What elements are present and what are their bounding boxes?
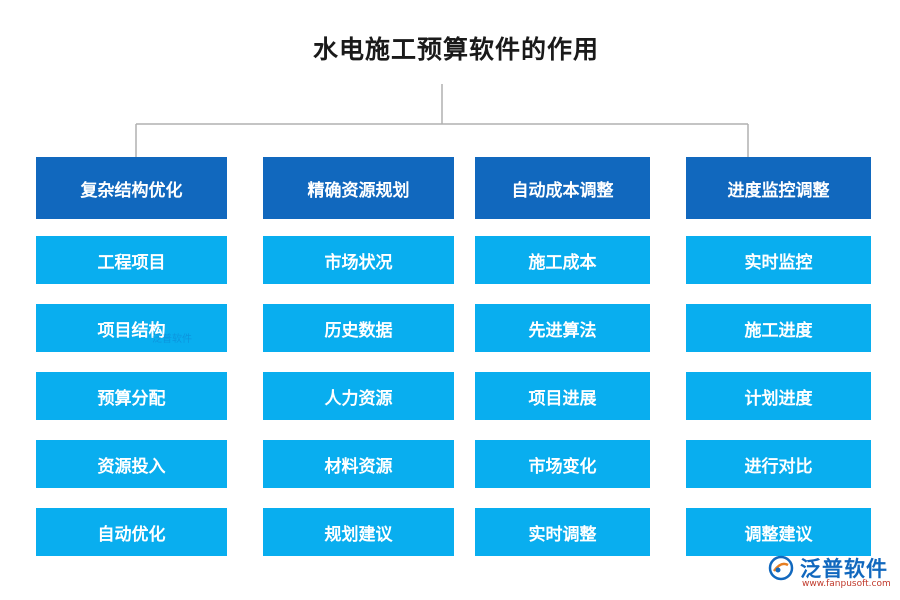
column-header-2: 精确资源规划 [263,157,454,219]
column-3-item-2: 先进算法 [475,304,650,352]
column-4-item-3: 计划进度 [686,372,871,420]
page-title: 水电施工预算软件的作用 [312,35,599,64]
column-2-item-1: 市场状况 [263,236,454,284]
brand-logo: 泛普软件 [768,553,888,583]
column-1-item-5: 自动优化 [36,508,227,556]
column-3-item-1: 施工成本 [475,236,650,284]
column-3-item-3: 项目进展 [475,372,650,420]
logo-name: 泛普软件 [800,557,888,581]
column-4-item-2: 施工进度 [686,304,871,352]
column-1-item-1: 工程项目 [36,236,227,284]
column-1-item-4: 资源投入 [36,440,227,488]
column-1-item-2: 项目结构 [36,304,227,352]
column-1-item-3: 预算分配 [36,372,227,420]
logo-url: www.fanpusoft.com [802,579,891,589]
column-4-item-4: 进行对比 [686,440,871,488]
column-header-1: 复杂结构优化 [36,157,227,219]
column-3-item-5: 实时调整 [475,508,650,556]
column-2-item-4: 材料资源 [263,440,454,488]
column-header-4: 进度监控调整 [686,157,871,219]
fanpu-logo-icon [768,555,794,581]
column-2-item-3: 人力资源 [263,372,454,420]
column-3-item-4: 市场变化 [475,440,650,488]
column-header-3: 自动成本调整 [475,157,650,219]
watermark-text: 泛普软件 [152,334,192,345]
column-2-item-2: 历史数据 [263,304,454,352]
column-4-item-5: 调整建议 [686,508,871,556]
column-4-item-1: 实时监控 [686,236,871,284]
column-2-item-5: 规划建议 [263,508,454,556]
